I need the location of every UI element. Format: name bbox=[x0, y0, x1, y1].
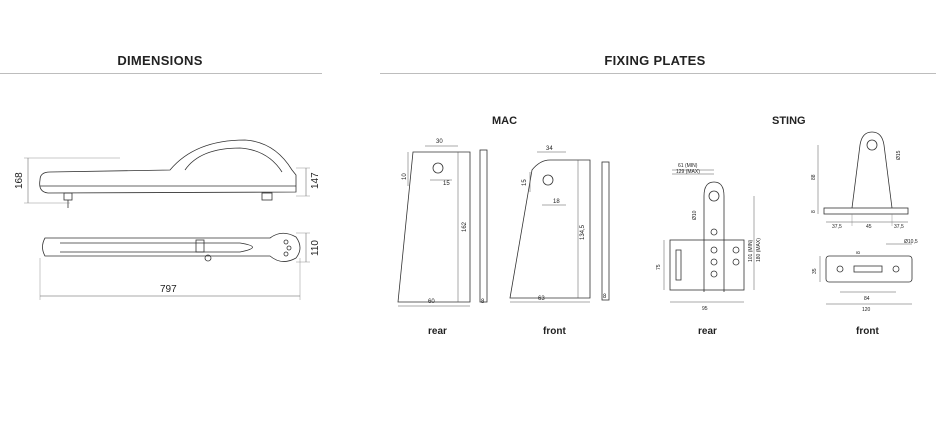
sting-rear-max: 129 (MAX) bbox=[676, 169, 700, 175]
operator-side-view: 168 147 bbox=[14, 139, 321, 208]
mac-rear-bottom: 60 bbox=[428, 299, 435, 305]
dim-797: 797 bbox=[160, 284, 177, 295]
mac-rear-thick: 8 bbox=[481, 299, 485, 305]
sting-label: STING bbox=[772, 115, 806, 127]
sting-front-bheight: 35 bbox=[812, 268, 818, 274]
operator-top-view: 110 797 bbox=[39, 232, 321, 300]
dim-168: 168 bbox=[14, 172, 25, 189]
sting-front-caption: front bbox=[856, 326, 879, 337]
sting-front-seg1: 37,5 bbox=[832, 224, 842, 230]
mac-front-top: 34 bbox=[546, 146, 553, 152]
mac-rear-height: 162 bbox=[462, 221, 468, 232]
mac-rear-inner: 15 bbox=[443, 181, 450, 187]
sting-front-base: 8 bbox=[811, 210, 817, 213]
mac-rear-top: 30 bbox=[436, 139, 443, 145]
mac-front-bottom: 63 bbox=[538, 296, 545, 302]
sting-front-seg3: 37,5 bbox=[894, 224, 904, 230]
sting-front-height: 88 bbox=[811, 174, 817, 180]
sting-rear-vmax: 180 (MAX) bbox=[756, 238, 762, 262]
mac-rear-left: 10 bbox=[402, 173, 408, 180]
mac-front-inner: 18 bbox=[553, 199, 560, 205]
sting-rear-plate: 61 (MIN) 129 (MAX) Ø10 75 101 (MIN) 180 … bbox=[656, 163, 762, 312]
dim-110: 110 bbox=[310, 240, 321, 256]
sting-rear-min: 61 (MIN) bbox=[678, 163, 698, 169]
mac-front-thick: 8 bbox=[603, 294, 607, 300]
sting-rear-caption: rear bbox=[698, 326, 717, 337]
sting-front-top-view: 88 8 Ø15 37,5 45 37,5 bbox=[811, 131, 909, 230]
mac-front-left: 15 bbox=[522, 179, 528, 186]
sting-rear-bottom: 95 bbox=[702, 306, 708, 312]
sting-front-bottom-view: 8 Ø10,5 35 84 120 bbox=[812, 239, 918, 313]
sting-front-bhole: Ø10,5 bbox=[904, 239, 918, 245]
sting-front-seg2: 45 bbox=[866, 224, 872, 230]
mac-front-caption: front bbox=[543, 326, 566, 337]
dim-147: 147 bbox=[310, 172, 321, 189]
sting-rear-height: 75 bbox=[656, 264, 662, 270]
sting-front-slot: 8 bbox=[856, 251, 862, 254]
sting-rear-hole: Ø10 bbox=[692, 210, 698, 220]
mac-front-plate: 34 15 18 134,5 63 8 bbox=[509, 146, 610, 303]
mac-front-height: 134,5 bbox=[580, 224, 586, 240]
fixing-plates-divider bbox=[380, 73, 936, 74]
sting-rear-vmin: 101 (MIN) bbox=[748, 239, 754, 262]
fixing-plates-title: FIXING PLATES bbox=[604, 53, 706, 68]
sting-front-total: 120 bbox=[862, 307, 871, 313]
sting-front-hole: Ø15 bbox=[896, 150, 902, 160]
dimensions-divider bbox=[0, 73, 322, 74]
dimensions-title: DIMENSIONS bbox=[117, 53, 203, 68]
mac-rear-plate: 30 10 15 162 60 8 bbox=[397, 139, 488, 307]
sting-front-inner: 84 bbox=[864, 296, 870, 302]
mac-label: MAC bbox=[492, 115, 518, 127]
mac-rear-caption: rear bbox=[428, 326, 447, 337]
